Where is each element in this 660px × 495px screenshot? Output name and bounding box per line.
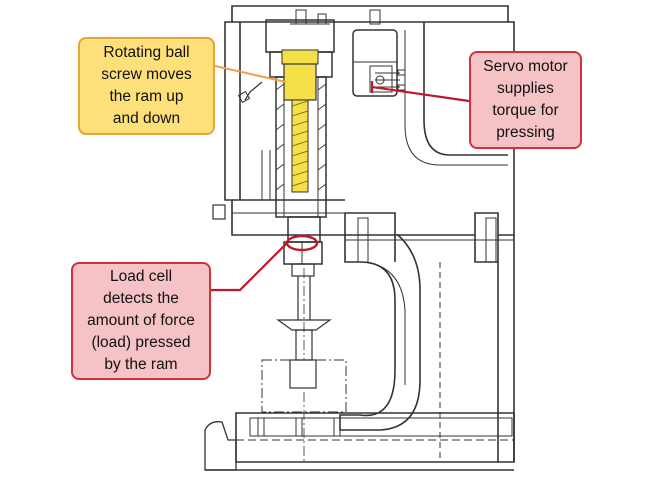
ball-screw-callout: Rotating ball screw moves the ram up and… [78,37,215,135]
press-base [204,412,515,471]
load-cell-leader [211,234,319,292]
servo-motor [237,29,406,104]
load-cell-callout: Load cell detects the amount of force (l… [71,262,211,380]
c-frame-body [339,217,515,462]
servo-motor-callout: Servo motor supplies torque for pressing [469,51,582,149]
ball-screw-leader [214,65,287,83]
load-cell-ring [285,234,319,252]
ball-screw-highlight [281,49,319,193]
servo-motor-leader [370,81,470,103]
